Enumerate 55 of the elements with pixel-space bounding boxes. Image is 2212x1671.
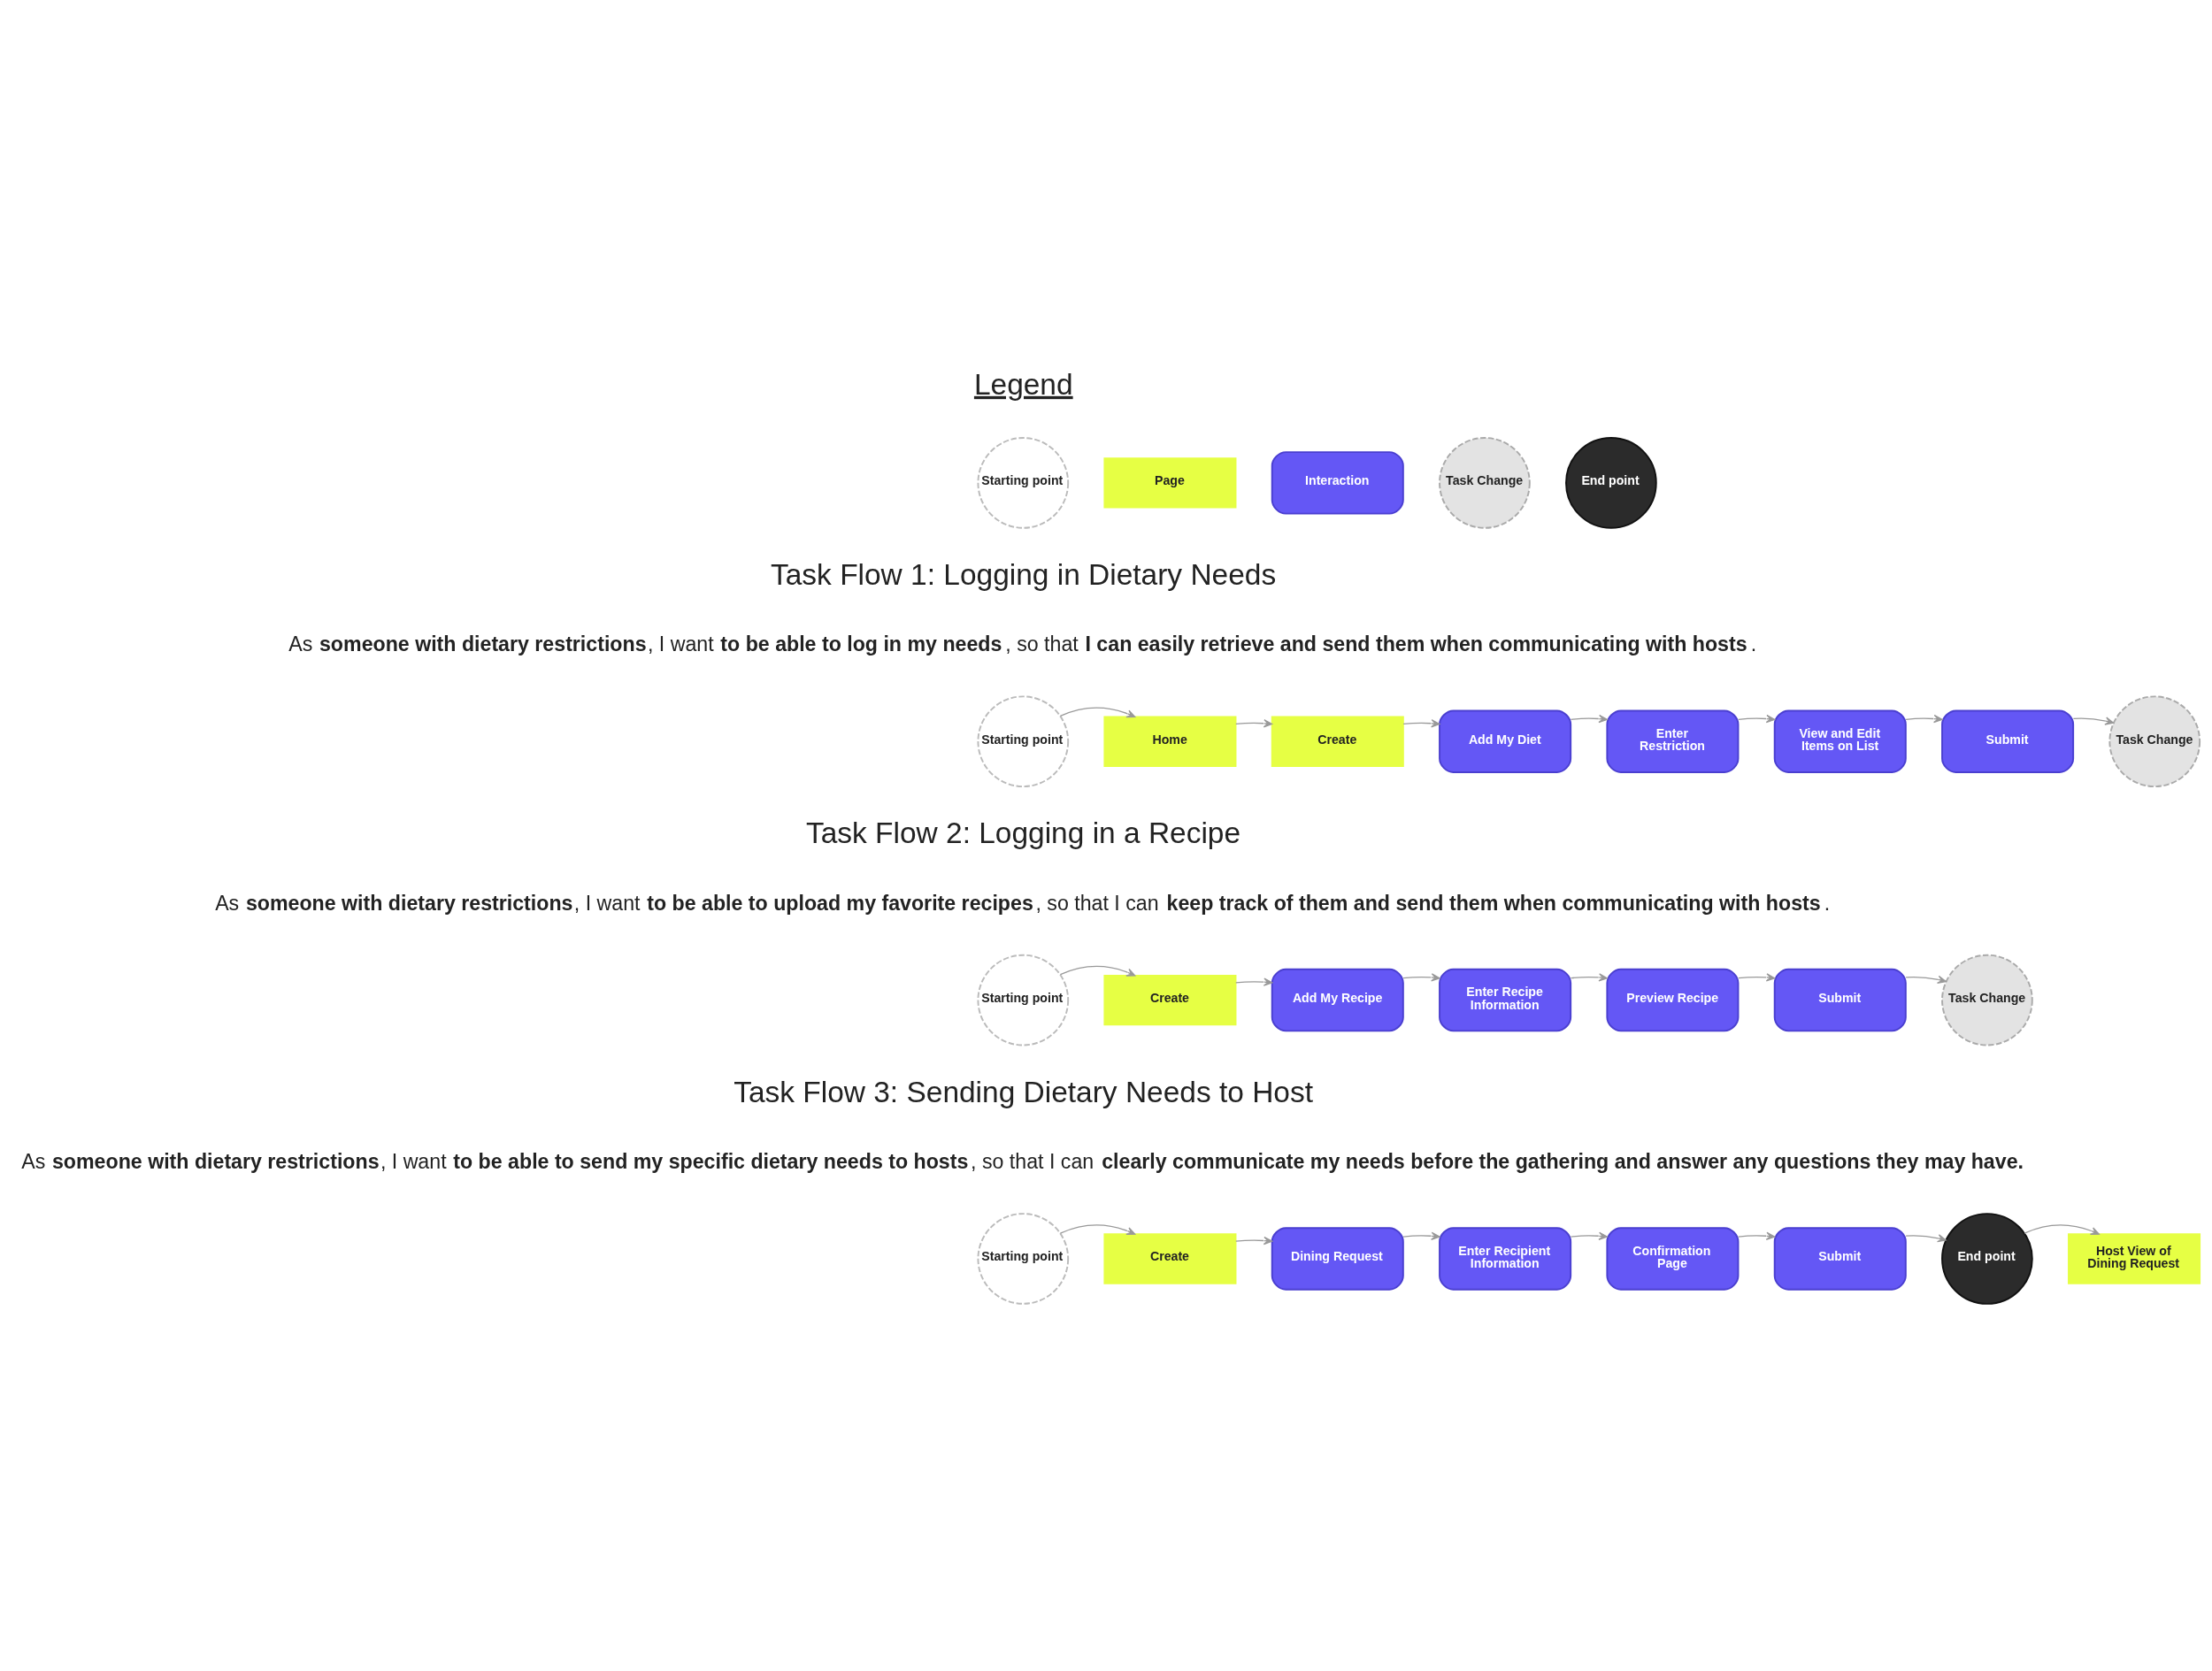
label: As someone with dietary restrictions, I want to be able to send my specific dietary needs to hosts, so that I can clearly communicate my needs before the gathering and answer any questions they may have. (21, 1150, 2024, 1174)
arrow (1059, 707, 1136, 718)
node-circle: Starting point (977, 437, 1070, 529)
arrow (1570, 714, 1608, 724)
arrow (1059, 965, 1136, 977)
node-box: Dining Request (1271, 1227, 1404, 1291)
node-box: Home (1103, 716, 1237, 767)
node-box: Enter Restriction (1606, 709, 1740, 773)
node-circle: Starting point (977, 695, 1070, 788)
label: Task Flow 2: Logging in a Recipe (805, 816, 1241, 850)
arrow (1402, 719, 1440, 728)
node-box: Submit (1941, 709, 2075, 773)
node-box: Create (1103, 974, 1237, 1026)
node-box: Submit (1773, 968, 1907, 1032)
arrow (1402, 1231, 1440, 1240)
node-circle: Task Change (1941, 954, 2033, 1046)
arrow (1570, 973, 1608, 982)
arrow (1235, 719, 1273, 728)
label: Task Flow 1: Logging in Dietary Needs (771, 557, 1277, 591)
node-circle: End point (1941, 1213, 2033, 1305)
node-box: View and Edit Items on List (1773, 709, 1907, 773)
arrow (1059, 1224, 1136, 1235)
node-circle: Starting point (977, 954, 1070, 1046)
node-box: Host View of Dining Request (2068, 1233, 2201, 1284)
node-box: Preview Recipe (1606, 968, 1740, 1032)
node-circle: Task Change (1439, 437, 1531, 529)
node-circle: End point (1565, 437, 1657, 529)
label: As someone with dietary restrictions, I want to be able to upload my favorite recipes, so that I can keep track of them and send them when communicating with hosts. (215, 891, 1831, 915)
label: Legend (973, 367, 1073, 401)
node-box: Interaction (1271, 451, 1404, 515)
label: As someone with dietary restrictions, I want to be able to log in my needs, so that I can easily retrieve and send them when communicating with hosts. (288, 632, 1757, 656)
node-circle: Starting point (977, 1213, 1070, 1305)
node-box: Confirmation Page (1606, 1227, 1740, 1291)
node-box: Enter Recipient Information (1439, 1227, 1572, 1291)
arrow (1738, 1231, 1776, 1240)
arrow (1235, 1236, 1273, 1246)
arrow (2072, 717, 2115, 725)
node-circle: Task Change (2108, 695, 2201, 788)
node-box: Create (1103, 1233, 1237, 1284)
arrow (1905, 1234, 1947, 1243)
node-box: Enter Recipe Information (1439, 968, 1572, 1032)
arrow (1570, 1231, 1608, 1240)
arrow (2024, 1224, 2100, 1235)
node-box: Create (1271, 716, 1404, 767)
node-box: Submit (1773, 1227, 1907, 1291)
node-box: Add My Diet (1439, 709, 1572, 773)
arrow (1738, 714, 1776, 724)
node-box: Add My Recipe (1271, 968, 1404, 1032)
arrow (1905, 714, 1943, 724)
arrow (1235, 977, 1273, 986)
arrow (1402, 973, 1440, 982)
arrow (1738, 973, 1776, 982)
label: Task Flow 3: Sending Dietary Needs to Host (733, 1075, 1313, 1108)
arrow (1905, 975, 1947, 984)
node-box: Page (1103, 457, 1237, 509)
